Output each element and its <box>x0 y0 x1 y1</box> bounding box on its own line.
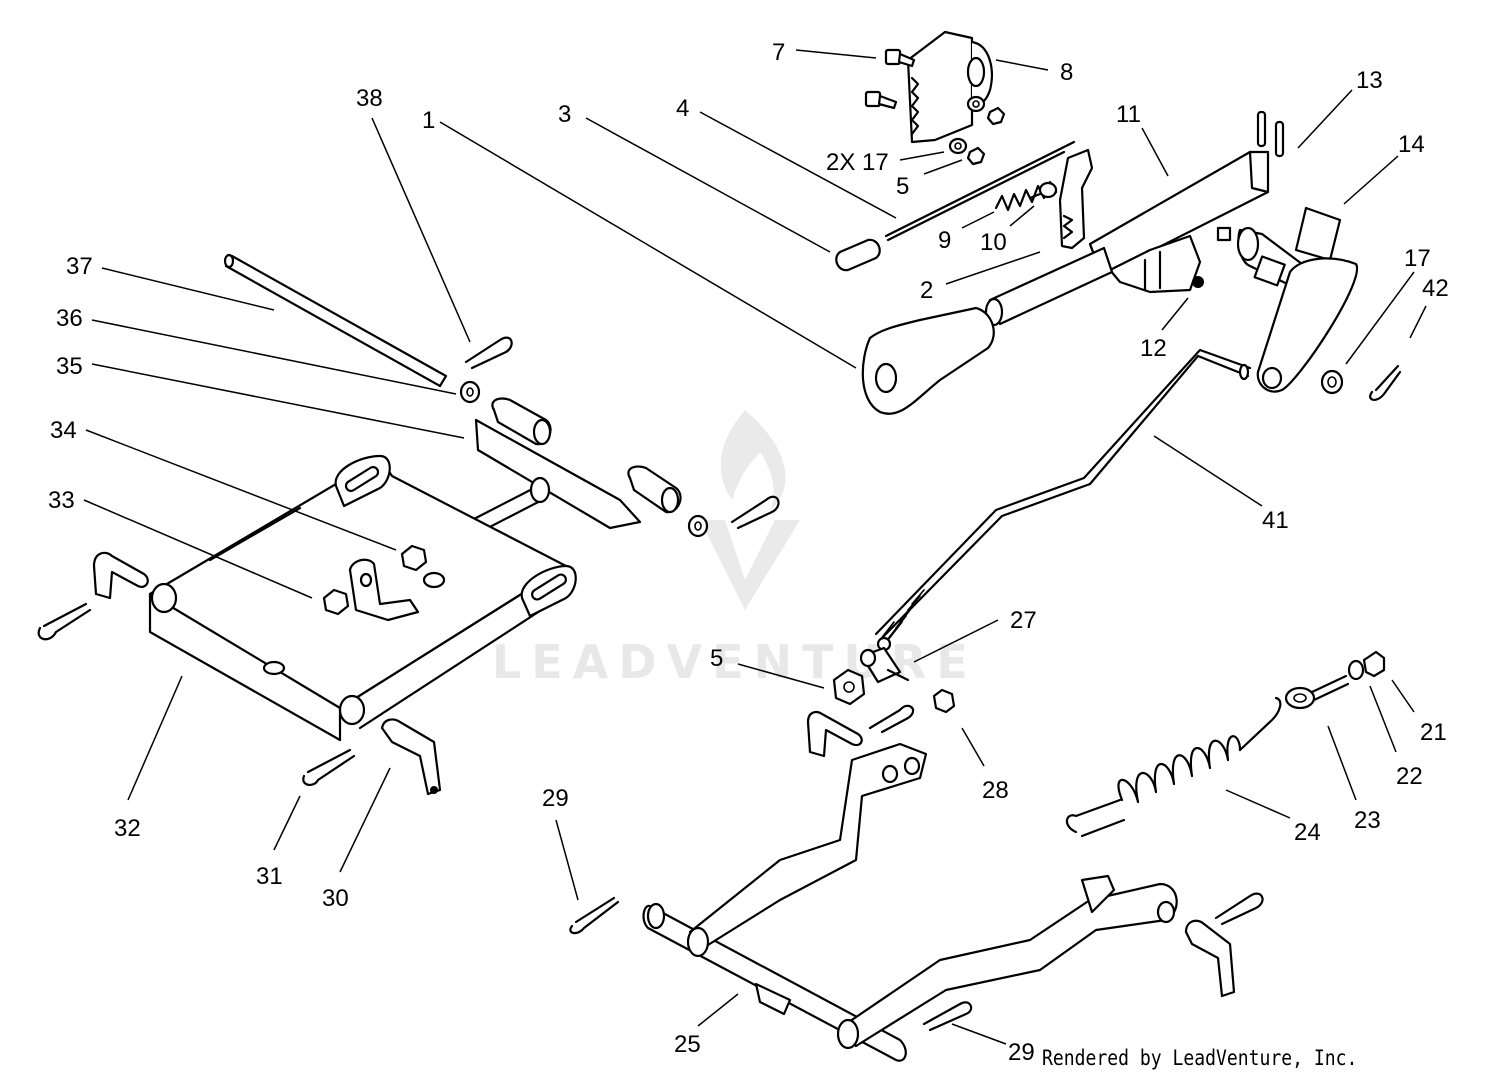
part-13-pins <box>1256 110 1285 158</box>
part-8-bracket-plate <box>906 30 993 144</box>
callout-8: 8 <box>1060 59 1073 86</box>
callout-11: 11 <box>1116 101 1141 128</box>
part-27-swivel <box>859 646 910 684</box>
callout-36: 36 <box>56 305 83 332</box>
part-42-hair-clip <box>1369 364 1402 401</box>
callout-25: 25 <box>674 1031 701 1058</box>
callout-12: 12 <box>1140 335 1167 362</box>
callout-33: 33 <box>48 487 75 514</box>
part-hair-clip-right <box>1214 892 1264 926</box>
part-5-nut-lower <box>832 668 866 706</box>
part-14-arm <box>1236 206 1359 393</box>
callout-5-upper: 5 <box>896 173 909 200</box>
callout-labels: 7 8 38 1 3 4 11 13 14 2X 17 5 9 10 37 36… <box>48 39 1449 1066</box>
part-1-handle <box>861 306 995 415</box>
callout-41: 41 <box>1262 507 1289 534</box>
callout-23: 23 <box>1354 807 1381 834</box>
callout-42: 42 <box>1422 275 1449 302</box>
part-2-lever-plate <box>1058 148 1094 250</box>
part-elbow-pin-left <box>92 551 149 600</box>
callout-14: 14 <box>1398 131 1425 158</box>
callout-9: 9 <box>938 227 951 254</box>
part-35-rocker-shaft <box>467 397 682 535</box>
callout-2x17: 2X 17 <box>826 149 889 176</box>
part-7-bolts <box>864 48 916 110</box>
part-hair-clip-center <box>868 704 915 734</box>
callout-28: 28 <box>982 777 1009 804</box>
callout-4: 4 <box>676 95 689 122</box>
credit-text: Rendered by LeadVenture, Inc. <box>1042 1046 1358 1070</box>
part-elbow-pin-right <box>1184 919 1236 998</box>
callout-32: 32 <box>114 815 141 842</box>
watermark-text: LEADVENTURE <box>492 635 978 689</box>
callout-5-lower: 5 <box>710 645 723 672</box>
part-25-lift-arm <box>642 742 1178 1062</box>
part-elbow-pin-center <box>806 711 863 758</box>
callout-35: 35 <box>56 353 83 380</box>
part-29-cotter-pin-right <box>922 1001 973 1032</box>
callout-3: 3 <box>558 101 571 128</box>
part-23-eye-bolt <box>1284 674 1350 710</box>
callout-31: 31 <box>256 863 283 890</box>
part-17-washer <box>1320 369 1344 395</box>
callout-2: 2 <box>920 277 933 304</box>
part-30-elbow-pin <box>380 718 442 796</box>
callout-7: 7 <box>772 39 785 66</box>
part-36-washer <box>459 380 481 404</box>
part-hair-clip-left <box>37 602 92 641</box>
callout-29-bottom: 29 <box>1008 1039 1035 1066</box>
part-28-nut <box>932 688 956 714</box>
callout-22: 22 <box>1396 763 1423 790</box>
part-4-rod <box>884 140 1076 242</box>
callout-17: 17 <box>1404 245 1431 272</box>
callout-38: 38 <box>356 85 383 112</box>
part-29-cotter-pin-left <box>569 896 620 935</box>
watermark-logo <box>700 410 800 610</box>
part-41-rod <box>874 348 1252 652</box>
part-31-hair-clip <box>302 748 356 786</box>
callout-13: 13 <box>1356 67 1383 94</box>
callout-30: 30 <box>322 885 349 912</box>
callout-34: 34 <box>50 417 77 444</box>
part-38-hair-clip <box>464 336 513 370</box>
part-3-cap <box>835 238 881 272</box>
callout-21: 21 <box>1420 719 1447 746</box>
callout-27: 27 <box>1010 607 1037 634</box>
part-10-stud <box>1028 181 1058 200</box>
part-24-spring <box>1065 696 1282 838</box>
part-11-lift-shaft <box>1088 150 1270 294</box>
callout-10: 10 <box>980 229 1007 256</box>
part-34-nut <box>400 544 428 572</box>
leader-lines <box>83 49 1427 1045</box>
callout-29-left: 29 <box>542 785 569 812</box>
part-33-nut <box>322 588 350 616</box>
part-washer-clip-35 <box>687 495 780 538</box>
part-washers-nuts-upper <box>948 95 1006 166</box>
callout-1: 1 <box>422 107 435 134</box>
part-22-washer <box>1347 659 1365 681</box>
part-37-rod <box>223 253 448 388</box>
callout-24: 24 <box>1294 819 1321 846</box>
part-11-tube-left <box>984 246 1114 327</box>
callout-37: 37 <box>66 253 93 280</box>
part-21-nut <box>1362 650 1386 678</box>
part-32-mount-plate <box>148 454 577 742</box>
